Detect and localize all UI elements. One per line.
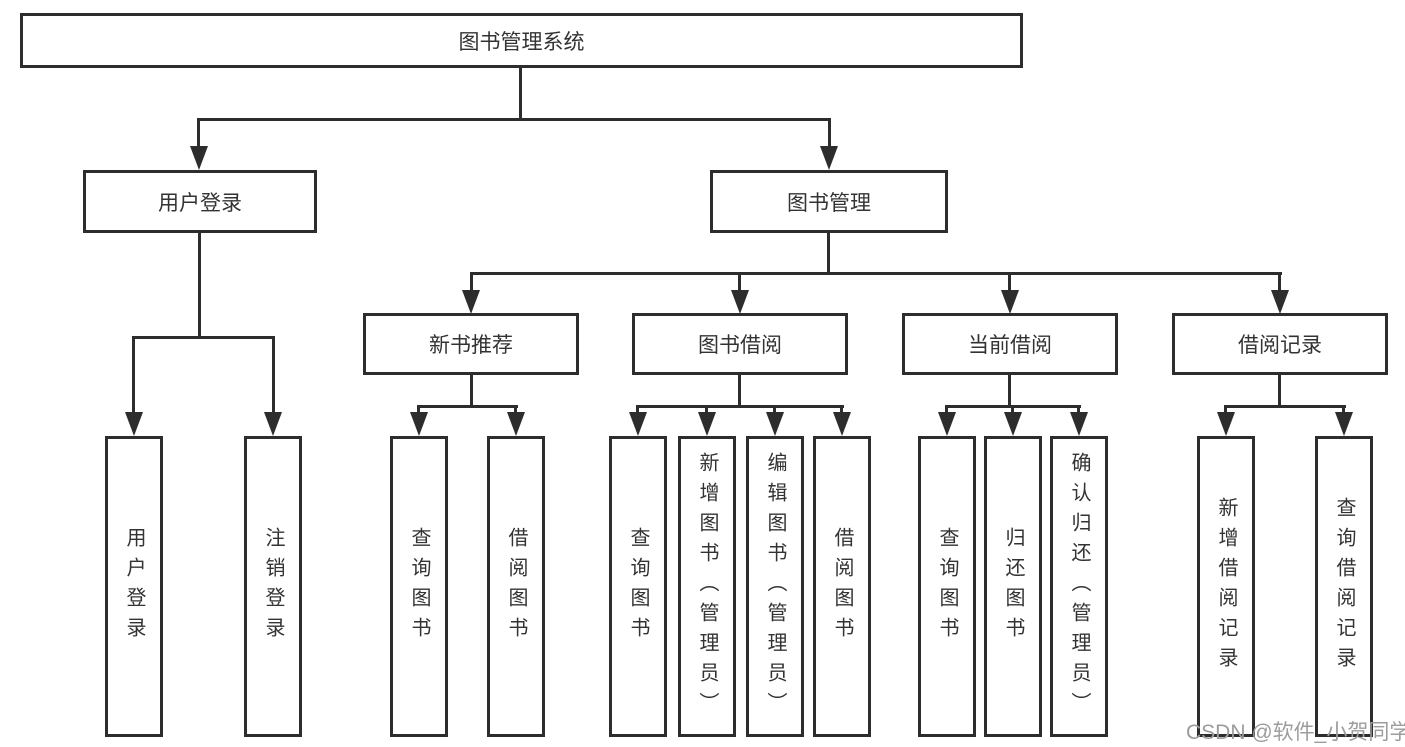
leaf-logout-label: 注销登录 bbox=[262, 526, 284, 647]
leaf-newbook-query-books: 查询图书 bbox=[390, 436, 448, 737]
leaf-newbook-borrow-books: 借阅图书 bbox=[487, 436, 545, 737]
connector-arrow bbox=[820, 146, 838, 170]
connector-arrow bbox=[1004, 412, 1022, 436]
node-new-book-recommend: 新书推荐 bbox=[363, 313, 579, 375]
leaf-current-query-books: 查询图书 bbox=[918, 436, 976, 737]
connector-line bbox=[1224, 405, 1227, 415]
node-user-login-label: 用户登录 bbox=[158, 191, 242, 215]
connector-arrow bbox=[125, 412, 143, 436]
connector-line bbox=[1278, 272, 1281, 292]
leaf-newbook-query-books-label: 查询图书 bbox=[408, 526, 430, 647]
leaf-current-confirm-return-admin: 确认归还（管理员） bbox=[1050, 436, 1108, 737]
node-borrowing-records: 借阅记录 bbox=[1172, 313, 1388, 375]
node-book-borrowing-label: 图书借阅 bbox=[698, 334, 782, 357]
node-new-book-recommend-label: 新书推荐 bbox=[429, 334, 513, 357]
connector-line bbox=[132, 336, 275, 339]
leaf-borrowing-query-books-label: 查询图书 bbox=[627, 526, 649, 647]
leaf-borrowing-edit-books-admin-label: 编辑图书（管理员） bbox=[764, 451, 786, 722]
connector-line bbox=[470, 375, 473, 407]
connector-arrow bbox=[462, 290, 480, 314]
leaf-borrowing-add-books-admin-label: 新增图书（管理员） bbox=[696, 451, 718, 722]
connector-arrow bbox=[1335, 412, 1353, 436]
connector-line bbox=[738, 272, 741, 292]
csdn-watermark: CSDN @软件_小贺同学 bbox=[1186, 721, 1405, 744]
connector-arrow bbox=[190, 146, 208, 170]
leaf-borrowing-borrow-books-label: 借阅图书 bbox=[831, 526, 853, 647]
connector-arrow bbox=[507, 412, 525, 436]
connector-line bbox=[1011, 405, 1014, 415]
node-current-borrowing-label: 当前借阅 bbox=[968, 334, 1052, 357]
connector-arrow bbox=[1217, 412, 1235, 436]
leaf-borrowing-add-books-admin: 新增图书（管理员） bbox=[678, 436, 736, 737]
connector-line bbox=[1077, 405, 1080, 415]
connector-arrow bbox=[731, 290, 749, 314]
leaf-newbook-borrow-books-label: 借阅图书 bbox=[505, 526, 527, 647]
connector-line bbox=[828, 118, 831, 149]
node-current-borrowing: 当前借阅 bbox=[902, 313, 1118, 375]
connector-arrow bbox=[1271, 290, 1289, 314]
connector-arrow bbox=[766, 412, 784, 436]
leaf-records-add-record: 新增借阅记录 bbox=[1197, 436, 1255, 737]
node-book-management: 图书管理 bbox=[710, 170, 948, 233]
connector-arrow bbox=[1070, 412, 1088, 436]
connector-line bbox=[272, 336, 275, 414]
connector-line bbox=[705, 405, 708, 415]
connector-line bbox=[945, 405, 948, 415]
connector-arrow bbox=[264, 412, 282, 436]
leaf-records-query-record-label: 查询借阅记录 bbox=[1333, 496, 1355, 677]
connector-line bbox=[470, 272, 473, 292]
connector-line bbox=[132, 336, 135, 414]
connector-arrow bbox=[698, 412, 716, 436]
node-book-borrowing: 图书借阅 bbox=[632, 313, 848, 375]
node-user-login: 用户登录 bbox=[83, 170, 317, 233]
connector-line bbox=[1008, 272, 1011, 292]
connector-line bbox=[197, 118, 831, 121]
connector-line bbox=[1342, 405, 1345, 415]
leaf-current-return-books: 归还图书 bbox=[984, 436, 1042, 737]
connector-line bbox=[1224, 405, 1346, 408]
connector-line bbox=[1008, 375, 1011, 407]
connector-line bbox=[636, 405, 844, 408]
node-book-management-label: 图书管理 bbox=[787, 191, 871, 215]
leaf-borrowing-edit-books-admin: 编辑图书（管理员） bbox=[746, 436, 804, 737]
connector-line bbox=[636, 405, 639, 415]
leaf-user-login-label: 用户登录 bbox=[123, 526, 145, 647]
connector-line bbox=[514, 405, 517, 415]
connector-line bbox=[470, 272, 1282, 275]
leaf-borrowing-query-books: 查询图书 bbox=[609, 436, 667, 737]
node-borrowing-records-label: 借阅记录 bbox=[1238, 334, 1322, 357]
leaf-current-query-books-label: 查询图书 bbox=[936, 526, 958, 647]
leaf-records-add-record-label: 新增借阅记录 bbox=[1215, 496, 1237, 677]
connector-line bbox=[417, 405, 420, 415]
leaf-user-login: 用户登录 bbox=[105, 436, 163, 737]
connector-line bbox=[417, 405, 518, 408]
leaf-borrowing-borrow-books: 借阅图书 bbox=[813, 436, 871, 737]
connector-line bbox=[198, 233, 201, 338]
connector-line bbox=[1278, 375, 1281, 407]
connector-line bbox=[840, 405, 843, 415]
node-root-label: 图书管理系统 bbox=[458, 30, 585, 54]
connector-arrow bbox=[1001, 290, 1019, 314]
connector-line bbox=[773, 405, 776, 415]
connector-arrow bbox=[938, 412, 956, 436]
leaf-logout: 注销登录 bbox=[244, 436, 302, 737]
connector-arrow bbox=[410, 412, 428, 436]
leaf-current-return-books-label: 归还图书 bbox=[1002, 526, 1024, 647]
connector-arrow bbox=[833, 412, 851, 436]
node-root: 图书管理系统 bbox=[20, 13, 1023, 68]
connector-line bbox=[519, 68, 522, 121]
connector-line bbox=[738, 375, 741, 407]
connector-arrow bbox=[629, 412, 647, 436]
leaf-records-query-record: 查询借阅记录 bbox=[1315, 436, 1373, 737]
connector-line bbox=[197, 118, 200, 149]
connector-line bbox=[827, 233, 830, 274]
leaf-current-confirm-return-admin-label: 确认归还（管理员） bbox=[1068, 451, 1090, 722]
